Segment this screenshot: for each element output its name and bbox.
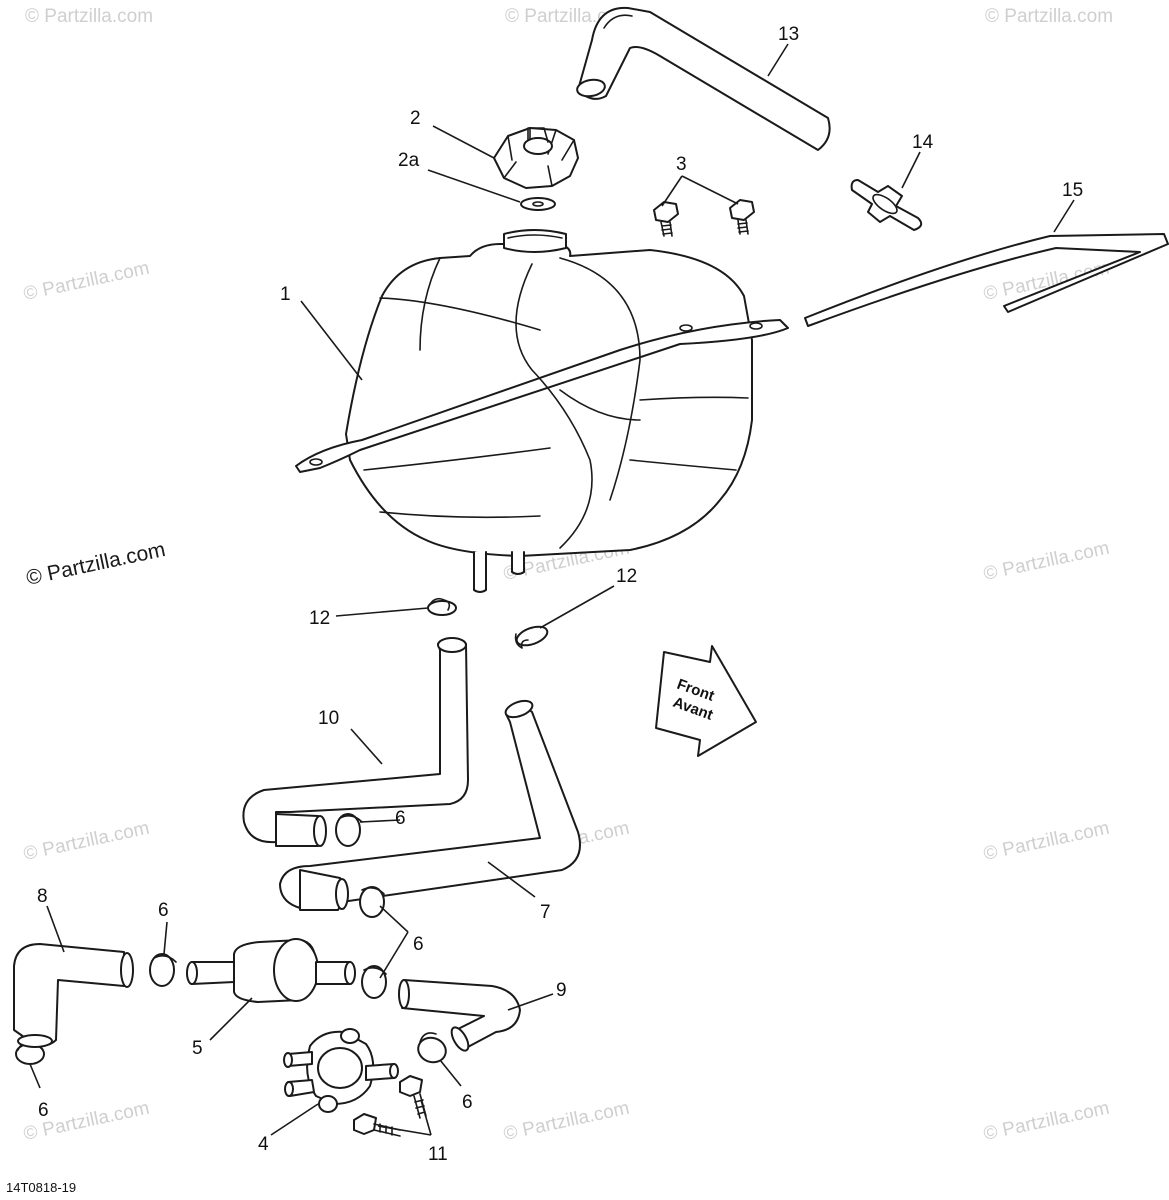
- callout-6c: 6: [413, 934, 424, 955]
- fuel-hose-7[interactable]: [279, 698, 581, 911]
- leader-lines: [29, 43, 1075, 1136]
- bolt-3a[interactable]: [653, 201, 679, 237]
- callout-15: 15: [1062, 180, 1083, 201]
- screw-11a[interactable]: [399, 1075, 427, 1119]
- callout-12b: 12: [616, 566, 637, 587]
- callout-11: 11: [428, 1144, 448, 1165]
- connector-14[interactable]: [850, 179, 923, 231]
- vent-hose-13[interactable]: [576, 6, 831, 151]
- bolt-3b[interactable]: [729, 199, 755, 235]
- callout-8: 8: [37, 886, 48, 907]
- fuel-cap-2[interactable]: [493, 127, 579, 189]
- diagram-id: 14T0818-19: [6, 1180, 76, 1195]
- clamp-6b[interactable]: [359, 886, 385, 918]
- callout-7: 7: [540, 902, 551, 923]
- fuel-filter-5[interactable]: [186, 938, 356, 1003]
- foam-strip-15[interactable]: [804, 233, 1169, 327]
- watermark: © Partzilla.com: [982, 538, 1112, 585]
- callout-13: 13: [778, 24, 799, 45]
- callout-12a: 12: [309, 608, 330, 629]
- screw-11b[interactable]: [353, 1113, 401, 1137]
- callout-2: 2: [410, 108, 421, 129]
- fuel-hose-10[interactable]: [242, 637, 469, 847]
- clamp-6a[interactable]: [335, 813, 363, 847]
- clamp-6c[interactable]: [149, 953, 177, 987]
- fuel-hose-8[interactable]: [13, 943, 134, 1048]
- callout-14: 14: [912, 132, 934, 153]
- callout-9: 9: [556, 980, 567, 1001]
- clamp-6d[interactable]: [361, 965, 387, 999]
- front-direction-arrow: Front Avant: [655, 645, 757, 757]
- watermark: © Partzilla.com: [22, 818, 152, 865]
- callout-5: 5: [192, 1038, 203, 1059]
- watermark: © Partzilla.com: [502, 1098, 632, 1145]
- watermark: © Partzilla.com: [985, 6, 1113, 27]
- clamp-6e[interactable]: [415, 1032, 450, 1066]
- cap-gasket-2a[interactable]: [520, 197, 556, 211]
- watermark: © Partzilla.com: [982, 818, 1112, 865]
- callout-3: 3: [676, 154, 687, 175]
- fuel-tank-1[interactable]: [295, 229, 789, 593]
- callout-10: 10: [318, 708, 339, 729]
- callout-4: 4: [258, 1134, 269, 1155]
- callout-1: 1: [280, 284, 291, 305]
- callout-6a: 6: [395, 808, 406, 829]
- callout-6e: 6: [38, 1100, 49, 1121]
- callout-6b: 6: [158, 900, 169, 921]
- clamp-12a[interactable]: [427, 597, 457, 616]
- clamp-12b[interactable]: [514, 623, 550, 649]
- watermark: © Partzilla.com: [25, 6, 153, 27]
- fuel-hose-9[interactable]: [398, 979, 521, 1053]
- callout-numbers: 1 2 2a 3 4 5 6 6 6 6 6 7 8 9 10 11 12 12…: [37, 24, 1083, 1165]
- watermark: © Partzilla.com: [982, 258, 1112, 305]
- watermark: © Partzilla.com: [982, 1098, 1112, 1145]
- callout-2a: 2a: [398, 150, 420, 171]
- watermark: © Partzilla.com: [22, 258, 152, 305]
- watermark-main: © Partzilla.com: [24, 538, 167, 590]
- callout-6d: 6: [462, 1092, 473, 1113]
- fuel-valve-4[interactable]: [283, 1028, 399, 1113]
